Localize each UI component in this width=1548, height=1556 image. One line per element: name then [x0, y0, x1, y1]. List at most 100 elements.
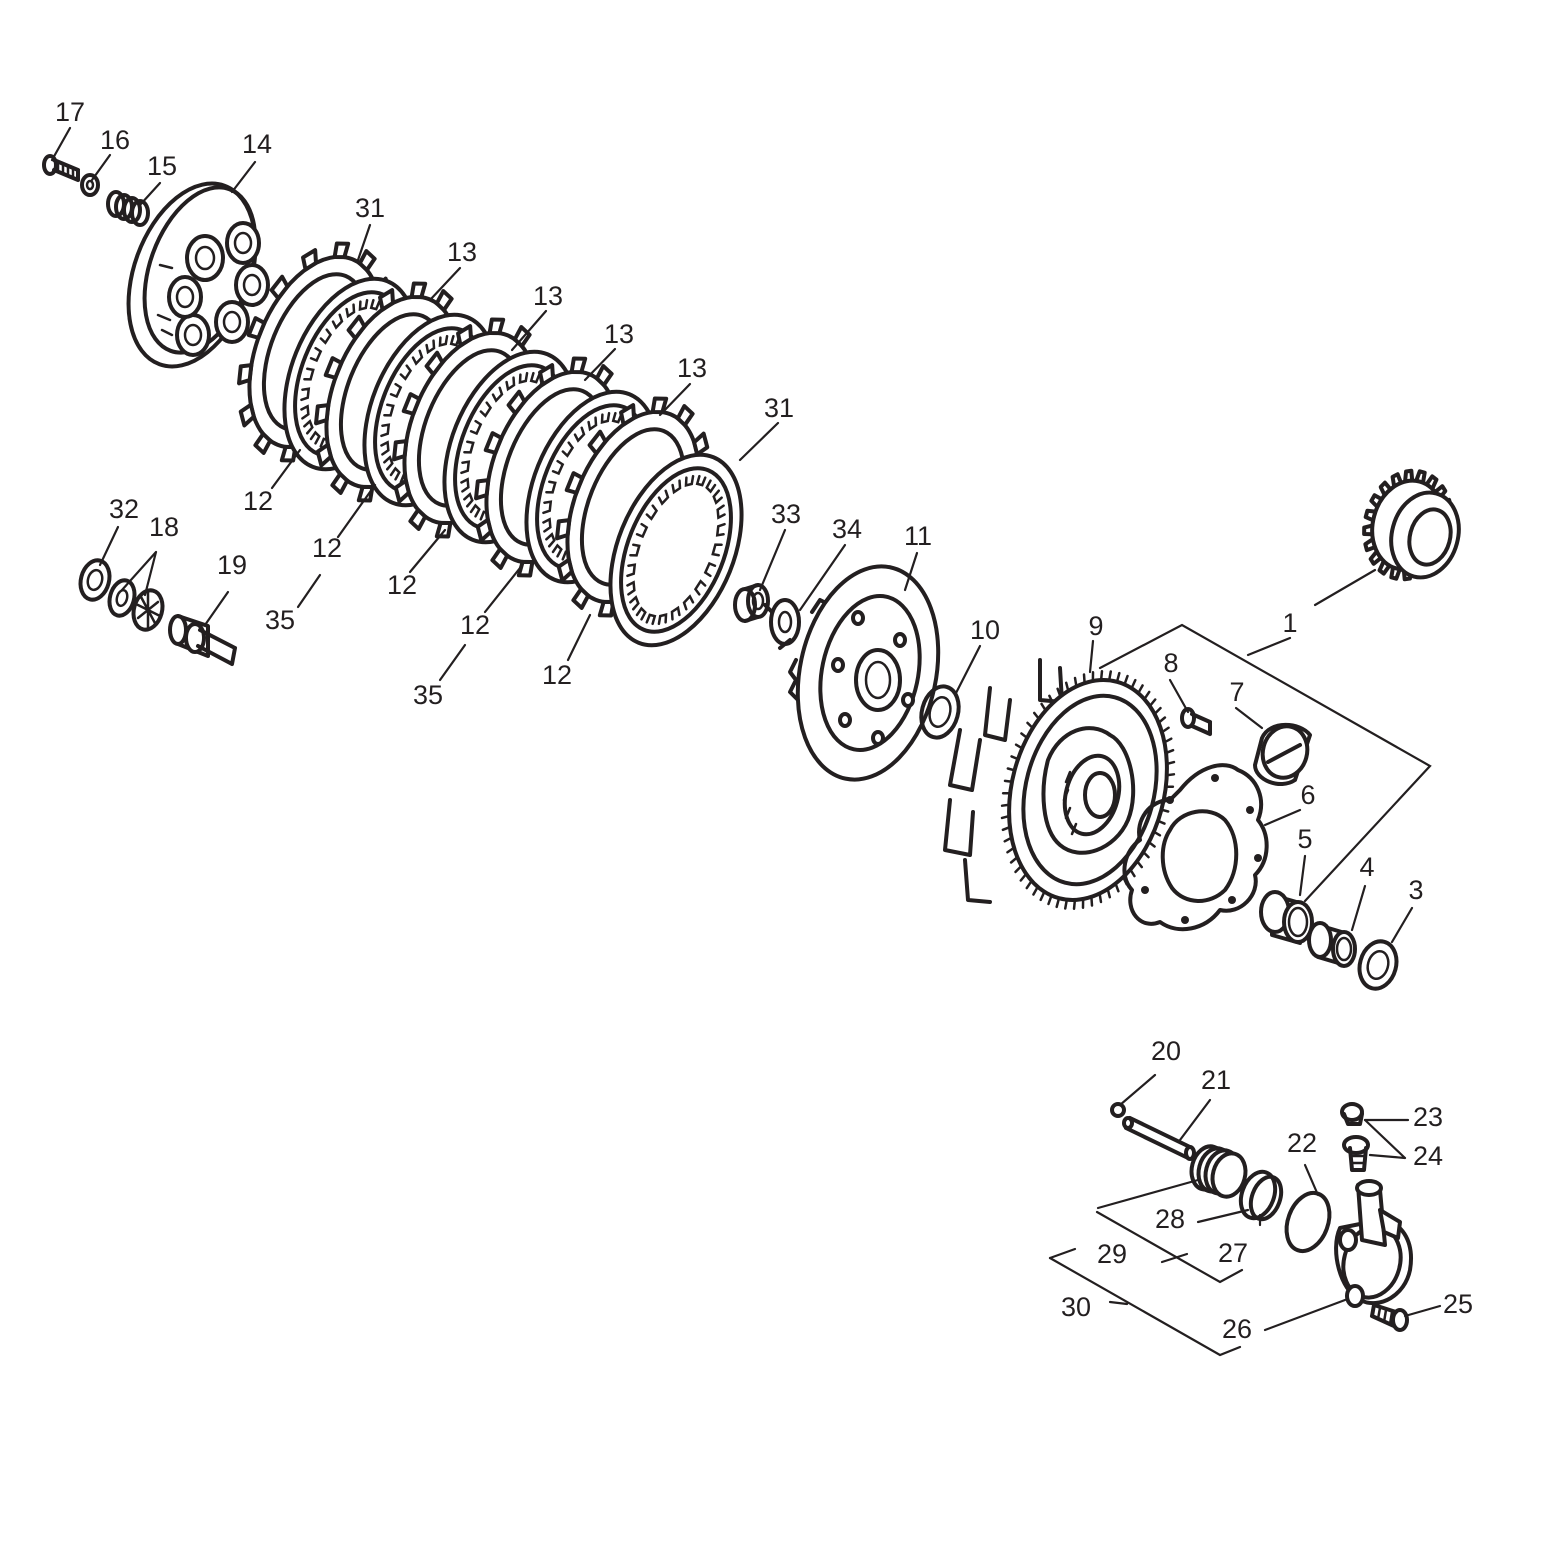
- plate-tab: [587, 429, 608, 456]
- plate-tab: [483, 431, 504, 455]
- pushrod-21: [1122, 1116, 1196, 1161]
- plate-tab: [434, 289, 454, 313]
- insert-7: [1253, 722, 1312, 786]
- callout-10: 10: [970, 615, 1000, 645]
- callout-13-b: 13: [533, 281, 563, 311]
- callout-14: 14: [242, 129, 272, 159]
- bolt-17: [42, 154, 80, 182]
- clutch-plate-pack: [237, 241, 744, 648]
- plate-tab: [301, 248, 318, 272]
- plate-tab: [475, 517, 493, 543]
- plate-tab: [516, 559, 535, 578]
- callout-12-e: 12: [542, 660, 572, 690]
- callout-labels: 17 16 15 14 31 13 13 13 13 31 33 34 11 1…: [55, 97, 1473, 1344]
- callout-8: 8: [1163, 648, 1178, 678]
- bearing-set-18: [107, 578, 165, 632]
- plate-tab: [594, 364, 614, 388]
- plate-tab: [408, 507, 428, 531]
- plate-tab: [564, 471, 585, 495]
- steel-plate-10: [608, 452, 744, 648]
- primary-gear: [1362, 468, 1461, 582]
- plate-tab: [490, 546, 510, 570]
- washer-32: [78, 558, 112, 602]
- plate-tab: [675, 404, 695, 428]
- group-bracket-1: [1098, 623, 1432, 903]
- callout-11: 11: [904, 521, 932, 551]
- callout-24: 24: [1413, 1141, 1443, 1171]
- plate-tab: [456, 324, 473, 348]
- plate-tab: [619, 403, 636, 427]
- plate-tab: [650, 396, 669, 415]
- group-bracket-30: [1048, 1247, 1242, 1357]
- plate-tab: [378, 288, 395, 312]
- callout-16: 16: [100, 125, 130, 155]
- plate-tab: [246, 316, 267, 340]
- clutch-inner-hub-11: [788, 564, 941, 782]
- callout-1: 1: [1282, 608, 1297, 638]
- pushrod-19: [168, 614, 237, 666]
- group-bracket-29: [1095, 1210, 1244, 1284]
- callout-33: 33: [771, 499, 801, 529]
- plate-tab: [237, 363, 254, 386]
- callout-23: 23: [1413, 1102, 1443, 1132]
- callout-6: 6: [1300, 780, 1315, 810]
- plate-tab: [474, 478, 491, 501]
- plate-tab: [323, 356, 344, 380]
- callout-28: 28: [1155, 1204, 1185, 1234]
- leader-lines: [50, 126, 1442, 1332]
- callout-31-bottom: 31: [764, 393, 794, 423]
- screw-8: [1180, 707, 1212, 736]
- lock-washer-34: [763, 598, 801, 650]
- bushing-4: [1307, 921, 1357, 968]
- callout-31-top: 31: [355, 193, 385, 223]
- callout-15: 15: [147, 151, 177, 181]
- plate-tab: [356, 484, 375, 503]
- plate-tab: [357, 249, 377, 273]
- plate-tab: [506, 389, 527, 416]
- plate-tab: [571, 586, 591, 610]
- o-ring-22: [1284, 1190, 1332, 1254]
- plate-tab: [424, 350, 445, 377]
- thrust-washer-10: [919, 684, 961, 740]
- callout-3: 3: [1408, 875, 1423, 905]
- callout-12-a: 12: [243, 486, 273, 516]
- basket-gear-teeth: [1000, 669, 1176, 911]
- callout-35-b: 35: [413, 680, 443, 710]
- nipple-24: [1342, 1135, 1370, 1172]
- washer-16: [80, 173, 100, 197]
- clutch-basket-9: [943, 658, 1176, 911]
- callout-12-d: 12: [460, 610, 490, 640]
- callout-12-b: 12: [312, 533, 342, 563]
- damper-plate-6: [1122, 763, 1269, 932]
- callout-34: 34: [832, 514, 862, 544]
- plate-tab: [332, 241, 351, 260]
- plate-tab: [393, 478, 411, 504]
- plate-tab: [269, 274, 290, 301]
- callout-9: 9: [1088, 611, 1103, 641]
- pressure-plate-14: [126, 181, 270, 369]
- callout-18: 18: [149, 512, 179, 542]
- ball-20: [1110, 1102, 1126, 1118]
- callout-13-a: 13: [447, 237, 477, 267]
- needle-bearing-33: [733, 583, 770, 623]
- plate-tab: [555, 518, 572, 541]
- plate-tab: [434, 520, 453, 539]
- plate-inner-teeth: [626, 474, 726, 626]
- piston-28: [1189, 1144, 1248, 1199]
- cylinder-body-26: [1334, 1179, 1413, 1308]
- callout-20: 20: [1151, 1036, 1181, 1066]
- callout-26: 26: [1222, 1314, 1252, 1344]
- plate-tab: [330, 471, 350, 495]
- callout-27: 27: [1218, 1238, 1248, 1268]
- plate-tab: [569, 356, 588, 375]
- washer-3: [1357, 939, 1399, 991]
- plate-tab: [409, 281, 428, 300]
- plate-tab: [538, 363, 555, 387]
- callout-22: 22: [1287, 1128, 1317, 1158]
- plate-tab: [314, 403, 331, 426]
- callout-30: 30: [1061, 1292, 1091, 1322]
- callout-13-d: 13: [677, 353, 707, 383]
- callout-29: 29: [1097, 1239, 1127, 1269]
- plate-tab: [315, 442, 333, 468]
